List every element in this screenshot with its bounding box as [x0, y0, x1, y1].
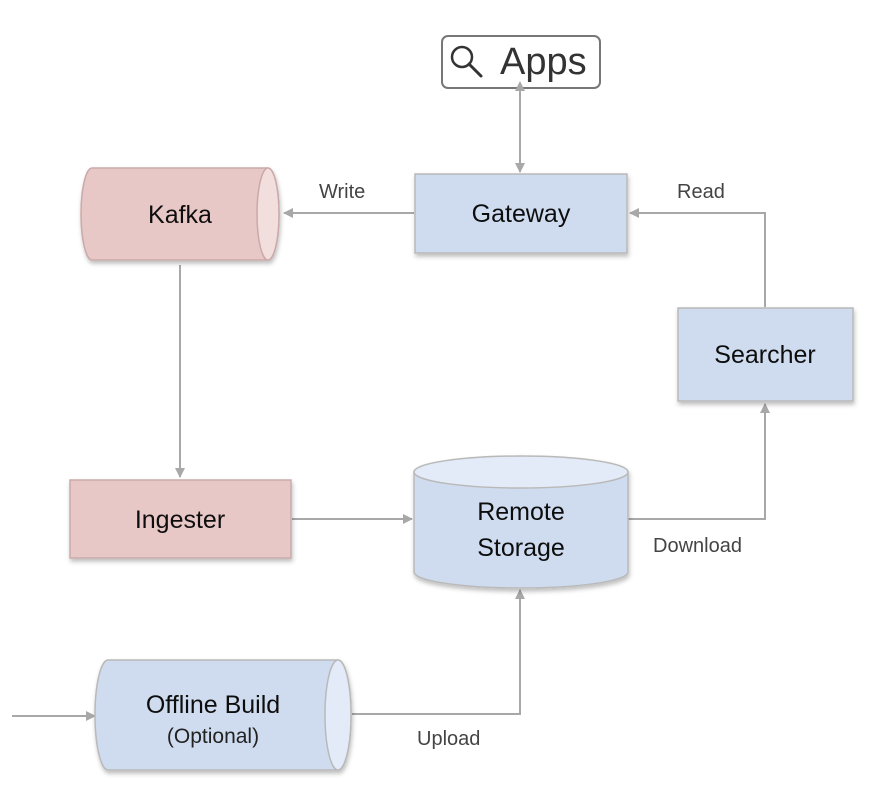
gateway-node[interactable]: Gateway	[414, 173, 628, 254]
search-icon	[450, 45, 483, 78]
edge-offline-storage	[352, 589, 525, 715]
edge-label-download: Download	[653, 535, 742, 557]
edge-storage-searcher	[628, 403, 770, 520]
searcher-label: Searcher	[714, 341, 815, 369]
kafka-label: Kafka	[148, 201, 212, 229]
apps-search-box[interactable]: Apps	[441, 35, 601, 89]
searcher-node[interactable]: Searcher	[677, 307, 854, 402]
remote-storage-node[interactable]: Remote Storage	[413, 455, 629, 589]
remote-storage-label-line2: Storage	[477, 534, 565, 562]
edge-label-upload: Upload	[417, 728, 480, 750]
edge-label-write: Write	[319, 181, 365, 203]
offline-build-node[interactable]: Offline Build (Optional)	[94, 659, 352, 771]
ingester-label: Ingester	[135, 506, 225, 534]
edge-label-read: Read	[677, 181, 725, 203]
kafka-node[interactable]: Kafka	[80, 167, 280, 261]
offline-build-end-cap	[324, 659, 352, 771]
offline-build-sublabel: (Optional)	[167, 725, 259, 748]
apps-label: Apps	[500, 41, 587, 83]
kafka-end-cap	[256, 167, 280, 261]
remote-storage-top-cap	[413, 455, 629, 489]
remote-storage-body	[413, 471, 629, 589]
edge-searcher-gateway	[629, 208, 766, 307]
gateway-label: Gateway	[472, 200, 571, 228]
remote-storage-label-line1: Remote	[477, 498, 565, 526]
offline-build-label: Offline Build	[146, 691, 280, 719]
ingester-node[interactable]: Ingester	[69, 479, 292, 559]
